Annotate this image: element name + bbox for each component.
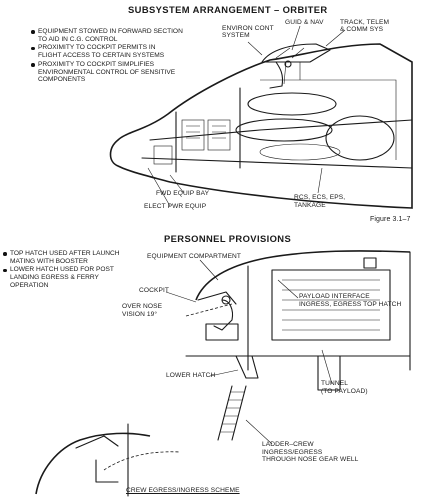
upper-deck-line: [149, 119, 413, 141]
control-console: [205, 323, 239, 341]
ladder-rungs: [220, 391, 244, 433]
leader-line: [325, 29, 346, 47]
label-elect-pwr-equip: ELECT PWR EQUIP: [144, 203, 207, 210]
leader-line: [317, 167, 323, 194]
personnel-bullet: LOWER HATCH USED FOR POST LANDING EGRESS…: [3, 266, 120, 289]
label-lower-hatch: LOWER HATCH: [166, 372, 216, 379]
rack-details: [186, 125, 226, 139]
vision-line: [185, 303, 233, 317]
lower-hatch: [235, 355, 259, 379]
personnel-provisions-title: PERSONNEL PROVISIONS: [164, 233, 292, 244]
tunnel: [317, 355, 341, 391]
personnel-bullet: TOP HATCH USED AFTER LAUNCH MATING WITH …: [3, 250, 120, 265]
canopy-frame: [275, 47, 305, 85]
internal-frame: [260, 79, 397, 160]
egress-window: [75, 435, 119, 449]
egress-gear-well: [95, 459, 119, 483]
leader-line: [147, 167, 171, 207]
tank: [259, 143, 341, 161]
lower-deck-line: [141, 157, 413, 169]
tank: [325, 115, 395, 161]
subsystem-bullet: PROXIMITY TO COCKPIT PERMITS IN FLIGHT A…: [31, 44, 183, 59]
leader-line: [247, 41, 263, 56]
subsystem-bullet-list: EQUIPMENT STOWED IN FORWARD SECTION TO A…: [31, 28, 183, 85]
leader-line: [165, 291, 197, 303]
tank: [247, 92, 337, 116]
crew-helmet: [284, 60, 292, 68]
label-environ-cont-system: ENVIRON CONT SYSTEM: [222, 25, 274, 40]
equipment-rack: [181, 119, 205, 151]
label-over-nose-vision: OVER NOSE VISION 19°: [122, 303, 163, 318]
label-rcs-ecs-eps-tankage: RCS, ECS, EPS, TANKAGE: [294, 194, 346, 209]
equipment-rack: [207, 119, 231, 151]
crew-figure: [213, 299, 234, 331]
egress-nose-outline: [35, 432, 151, 495]
label-cockpit: COCKPIT: [139, 287, 170, 294]
cockpit-canopy: [261, 43, 331, 63]
label-fwd-equip-bay: FWD EQUIP BAY: [156, 190, 210, 197]
figure-number: Figure 3.1–7: [370, 216, 411, 223]
label-tunnel: TUNNEL (TO PAYLOAD): [321, 380, 368, 395]
hatching: [282, 279, 380, 331]
crew-helmet: [221, 295, 231, 305]
cockpit-window: [197, 291, 237, 305]
leader-line: [245, 419, 273, 445]
label-track-telem-comm: TRACK, TELEM & COMM SYS: [340, 19, 390, 34]
label-equipment-compartment: EQUIPMENT COMPARTMENT: [147, 253, 242, 260]
subsystem-bullet: PROXIMITY TO COCKPIT SIMPLIFIES ENVIRONM…: [31, 61, 183, 84]
leader-line: [277, 279, 299, 299]
label-guid-nav: GUID & NAV: [285, 19, 324, 26]
subsystem-bullet: EQUIPMENT STOWED IN FORWARD SECTION TO A…: [31, 28, 183, 43]
personnel-bullet-list: TOP HATCH USED AFTER LAUNCH MATING WITH …: [3, 250, 120, 291]
label-crew-egress-ingress-scheme: CREW EGRESS/INGRESS SCHEME: [126, 487, 240, 494]
subsystem-arrangement-title: SUBSYSTEM ARRANGEMENT – ORBITER: [128, 4, 328, 15]
leader-line: [209, 369, 239, 377]
label-ladder-crew: LADDER–CREW INGRESS/EGRESS THROUGH NOSE …: [262, 441, 359, 464]
fuselage-top-outline: [195, 250, 411, 301]
top-hatch: [363, 257, 377, 269]
ladder-rails: [217, 385, 247, 441]
equipment-rack: [153, 145, 173, 165]
crew-seat: [269, 61, 284, 89]
egress-path: [103, 451, 181, 471]
orbiter-outline: [109, 43, 413, 209]
tank: [235, 118, 333, 142]
payload-interface-box: [271, 269, 391, 341]
leader-line: [321, 349, 333, 385]
